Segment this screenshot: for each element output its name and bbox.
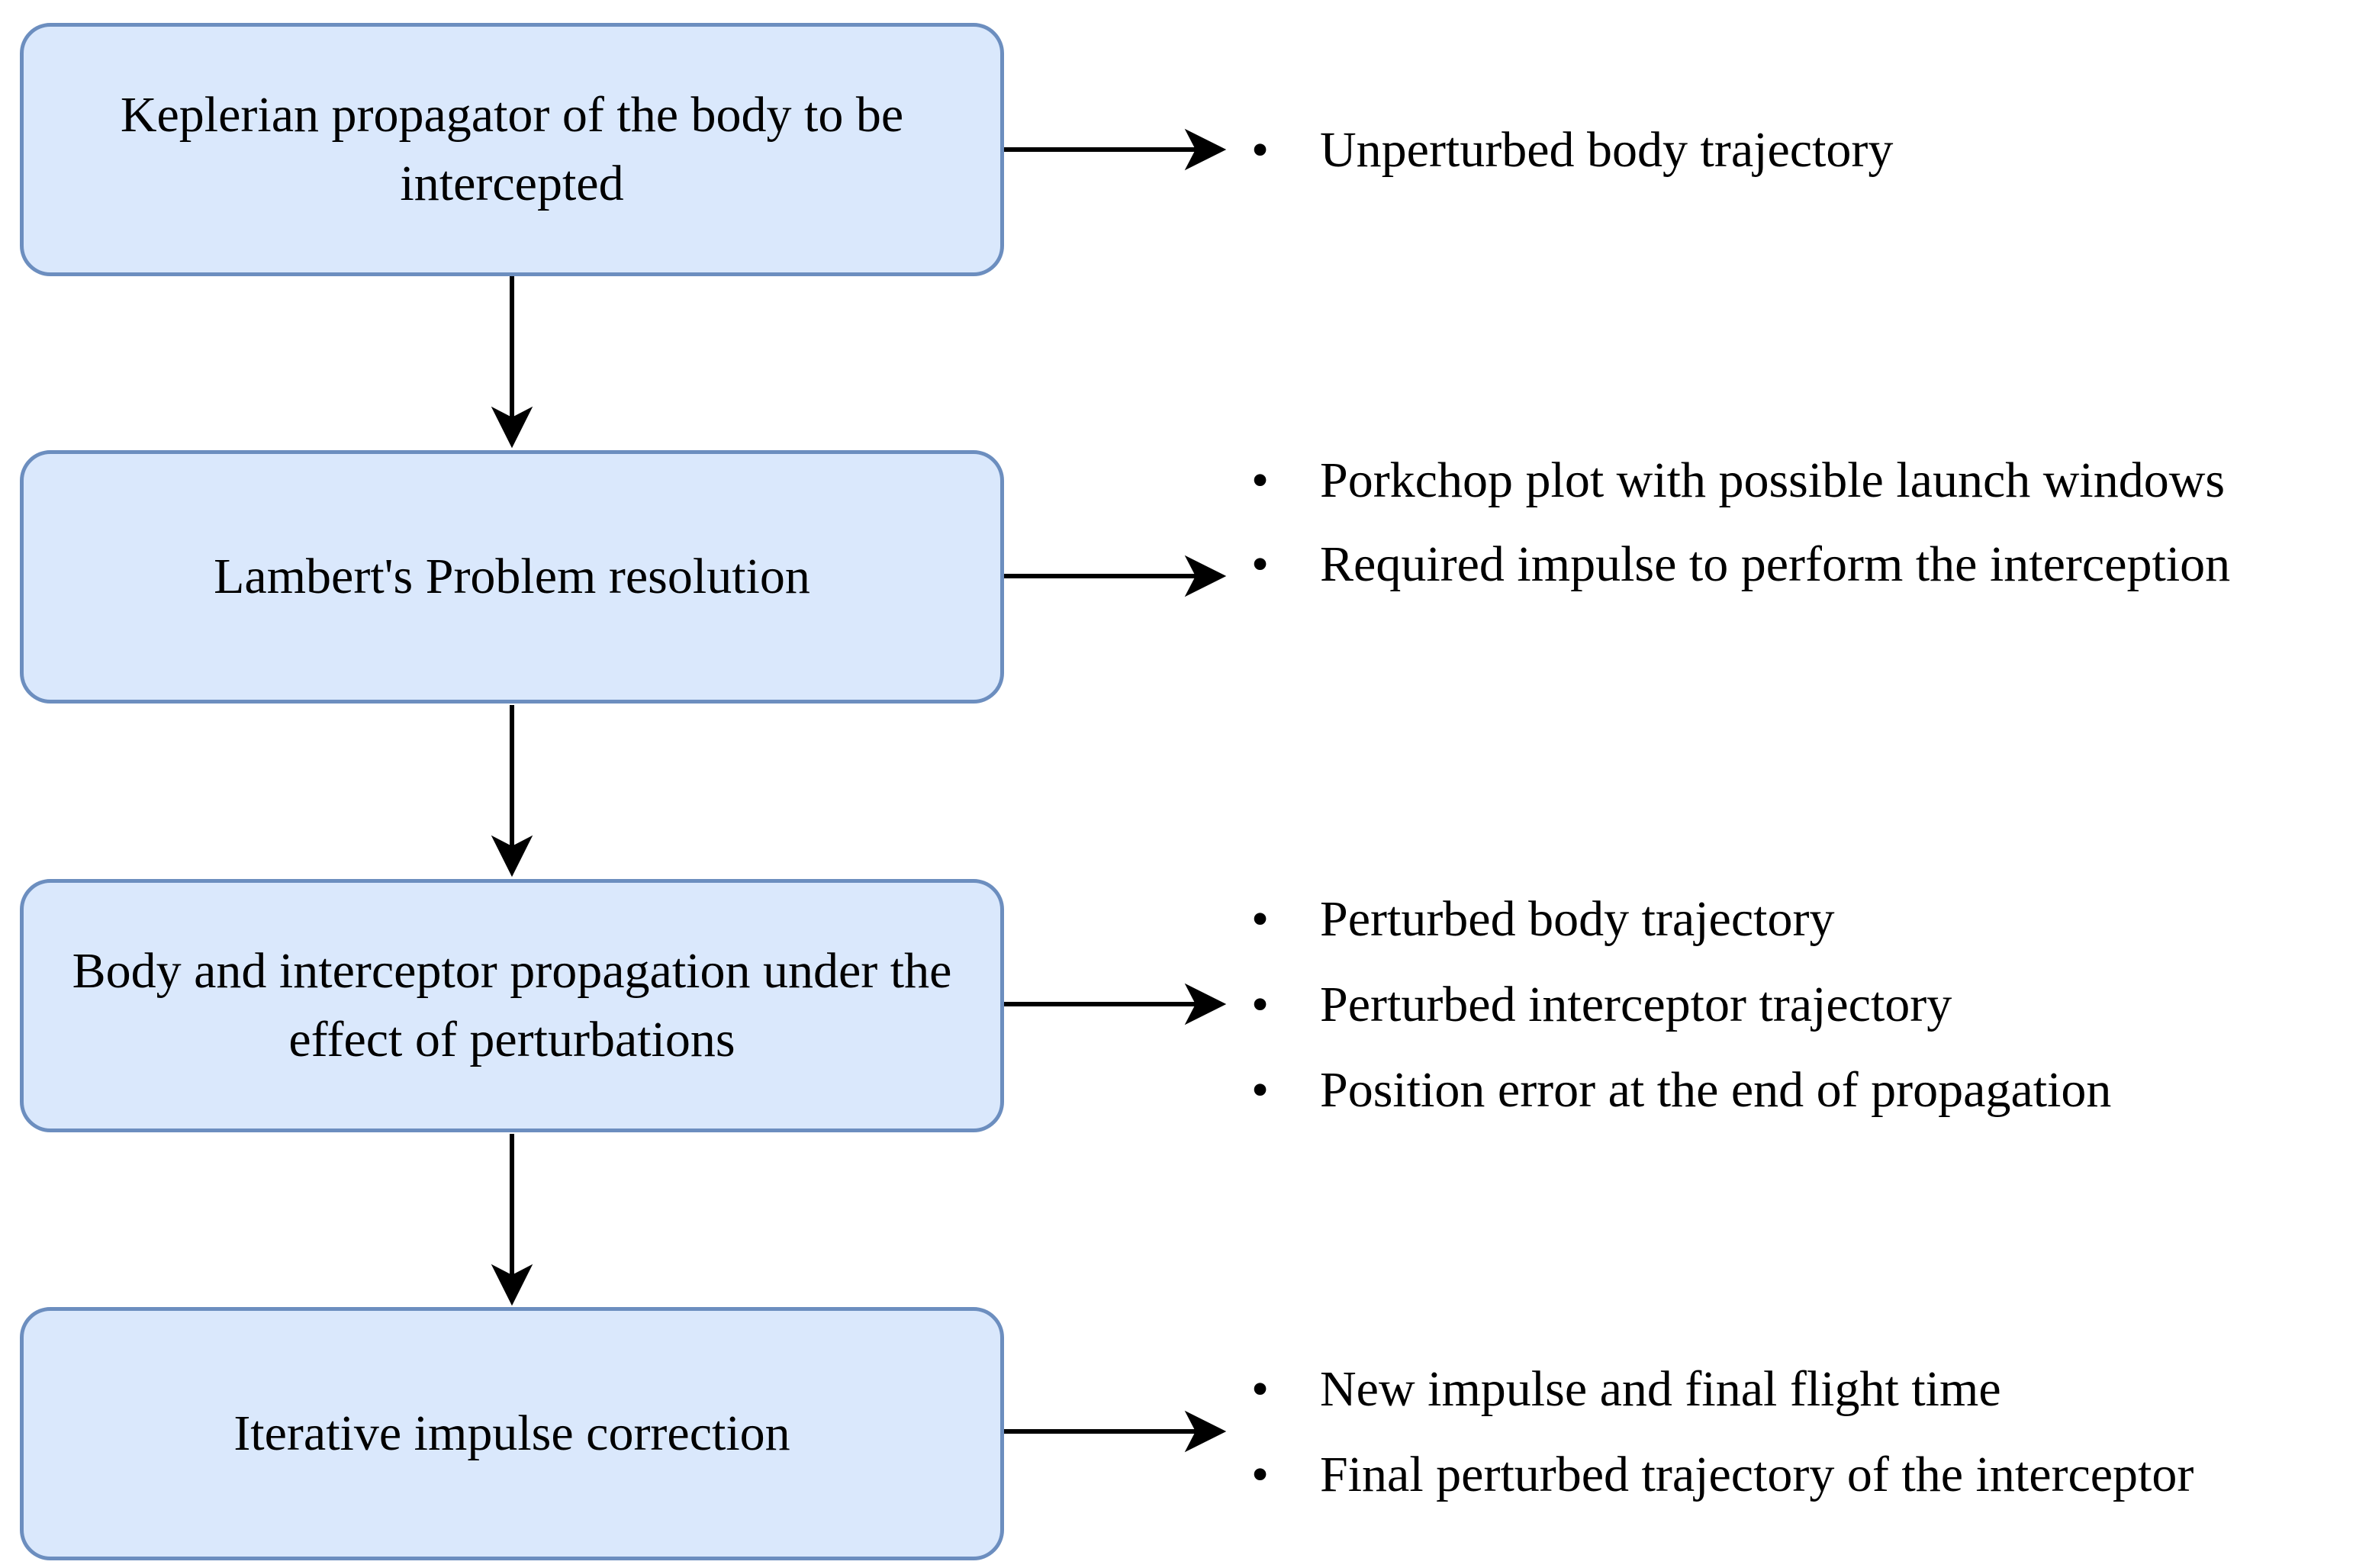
outputs-list-step2: • Porkchop plot with possible launch win… [1251, 446, 2358, 599]
bullet-icon: • [1251, 891, 1270, 947]
bullet-icon: • [1251, 452, 1270, 508]
bullet-icon: • [1251, 536, 1270, 592]
arrow-step1-to-outputs [1004, 128, 1227, 171]
arrow-step3-to-step4 [491, 1134, 533, 1306]
bullet-icon: • [1251, 122, 1270, 178]
output-text: Unperturbed body trajectory [1320, 122, 1894, 178]
list-item: • Position error at the end of propagati… [1251, 1056, 2358, 1125]
output-text: Position error at the end of propagation [1320, 1062, 2112, 1118]
arrow-step2-to-step3 [491, 705, 533, 877]
list-item: • Unperturbed body trajectory [1251, 116, 2358, 185]
arrow-step4-to-outputs [1004, 1410, 1227, 1453]
list-item: • Final perturbed trajectory of the inte… [1251, 1441, 2358, 1509]
bullet-icon: • [1251, 1062, 1270, 1118]
arrow-step2-to-outputs [1004, 555, 1227, 597]
step-label: Body and interceptor propagation under t… [72, 943, 952, 1067]
outputs-list-step3: • Perturbed body trajectory • Perturbed … [1251, 885, 2358, 1125]
outputs-list-step4: • New impulse and final flight time • Fi… [1251, 1355, 2358, 1509]
list-item: • Required impulse to perform the interc… [1251, 530, 2358, 599]
output-text: Perturbed body trajectory [1320, 891, 1835, 947]
output-text: Porkchop plot with possible launch windo… [1320, 452, 2226, 508]
output-text: New impulse and final flight time [1320, 1361, 2001, 1417]
output-text: Required impulse to perform the intercep… [1320, 536, 2231, 592]
bullet-icon: • [1251, 977, 1270, 1032]
output-text: Final perturbed trajectory of the interc… [1320, 1447, 2194, 1502]
step-label: Keplerian propagator of the body to be i… [120, 87, 904, 211]
list-item: • New impulse and final flight time [1251, 1355, 2358, 1424]
list-item: • Porkchop plot with possible launch win… [1251, 446, 2358, 515]
step-box-keplerian-propagator: Keplerian propagator of the body to be i… [20, 23, 1004, 276]
arrow-step3-to-outputs [1004, 983, 1227, 1025]
outputs-list-step1: • Unperturbed body trajectory [1251, 116, 2358, 185]
bullet-icon: • [1251, 1447, 1270, 1502]
output-text: Perturbed interceptor trajectory [1320, 977, 1952, 1032]
step-label: Iterative impulse correction [233, 1405, 790, 1461]
list-item: • Perturbed interceptor trajectory [1251, 971, 2358, 1039]
step-label: Lambert's Problem resolution [214, 549, 810, 604]
step-box-lambert-problem: Lambert's Problem resolution [20, 450, 1004, 704]
list-item: • Perturbed body trajectory [1251, 885, 2358, 954]
bullet-icon: • [1251, 1361, 1270, 1417]
step-box-impulse-correction: Iterative impulse correction [20, 1307, 1004, 1560]
arrow-step1-to-step2 [491, 276, 533, 449]
step-box-perturbed-propagation: Body and interceptor propagation under t… [20, 879, 1004, 1132]
